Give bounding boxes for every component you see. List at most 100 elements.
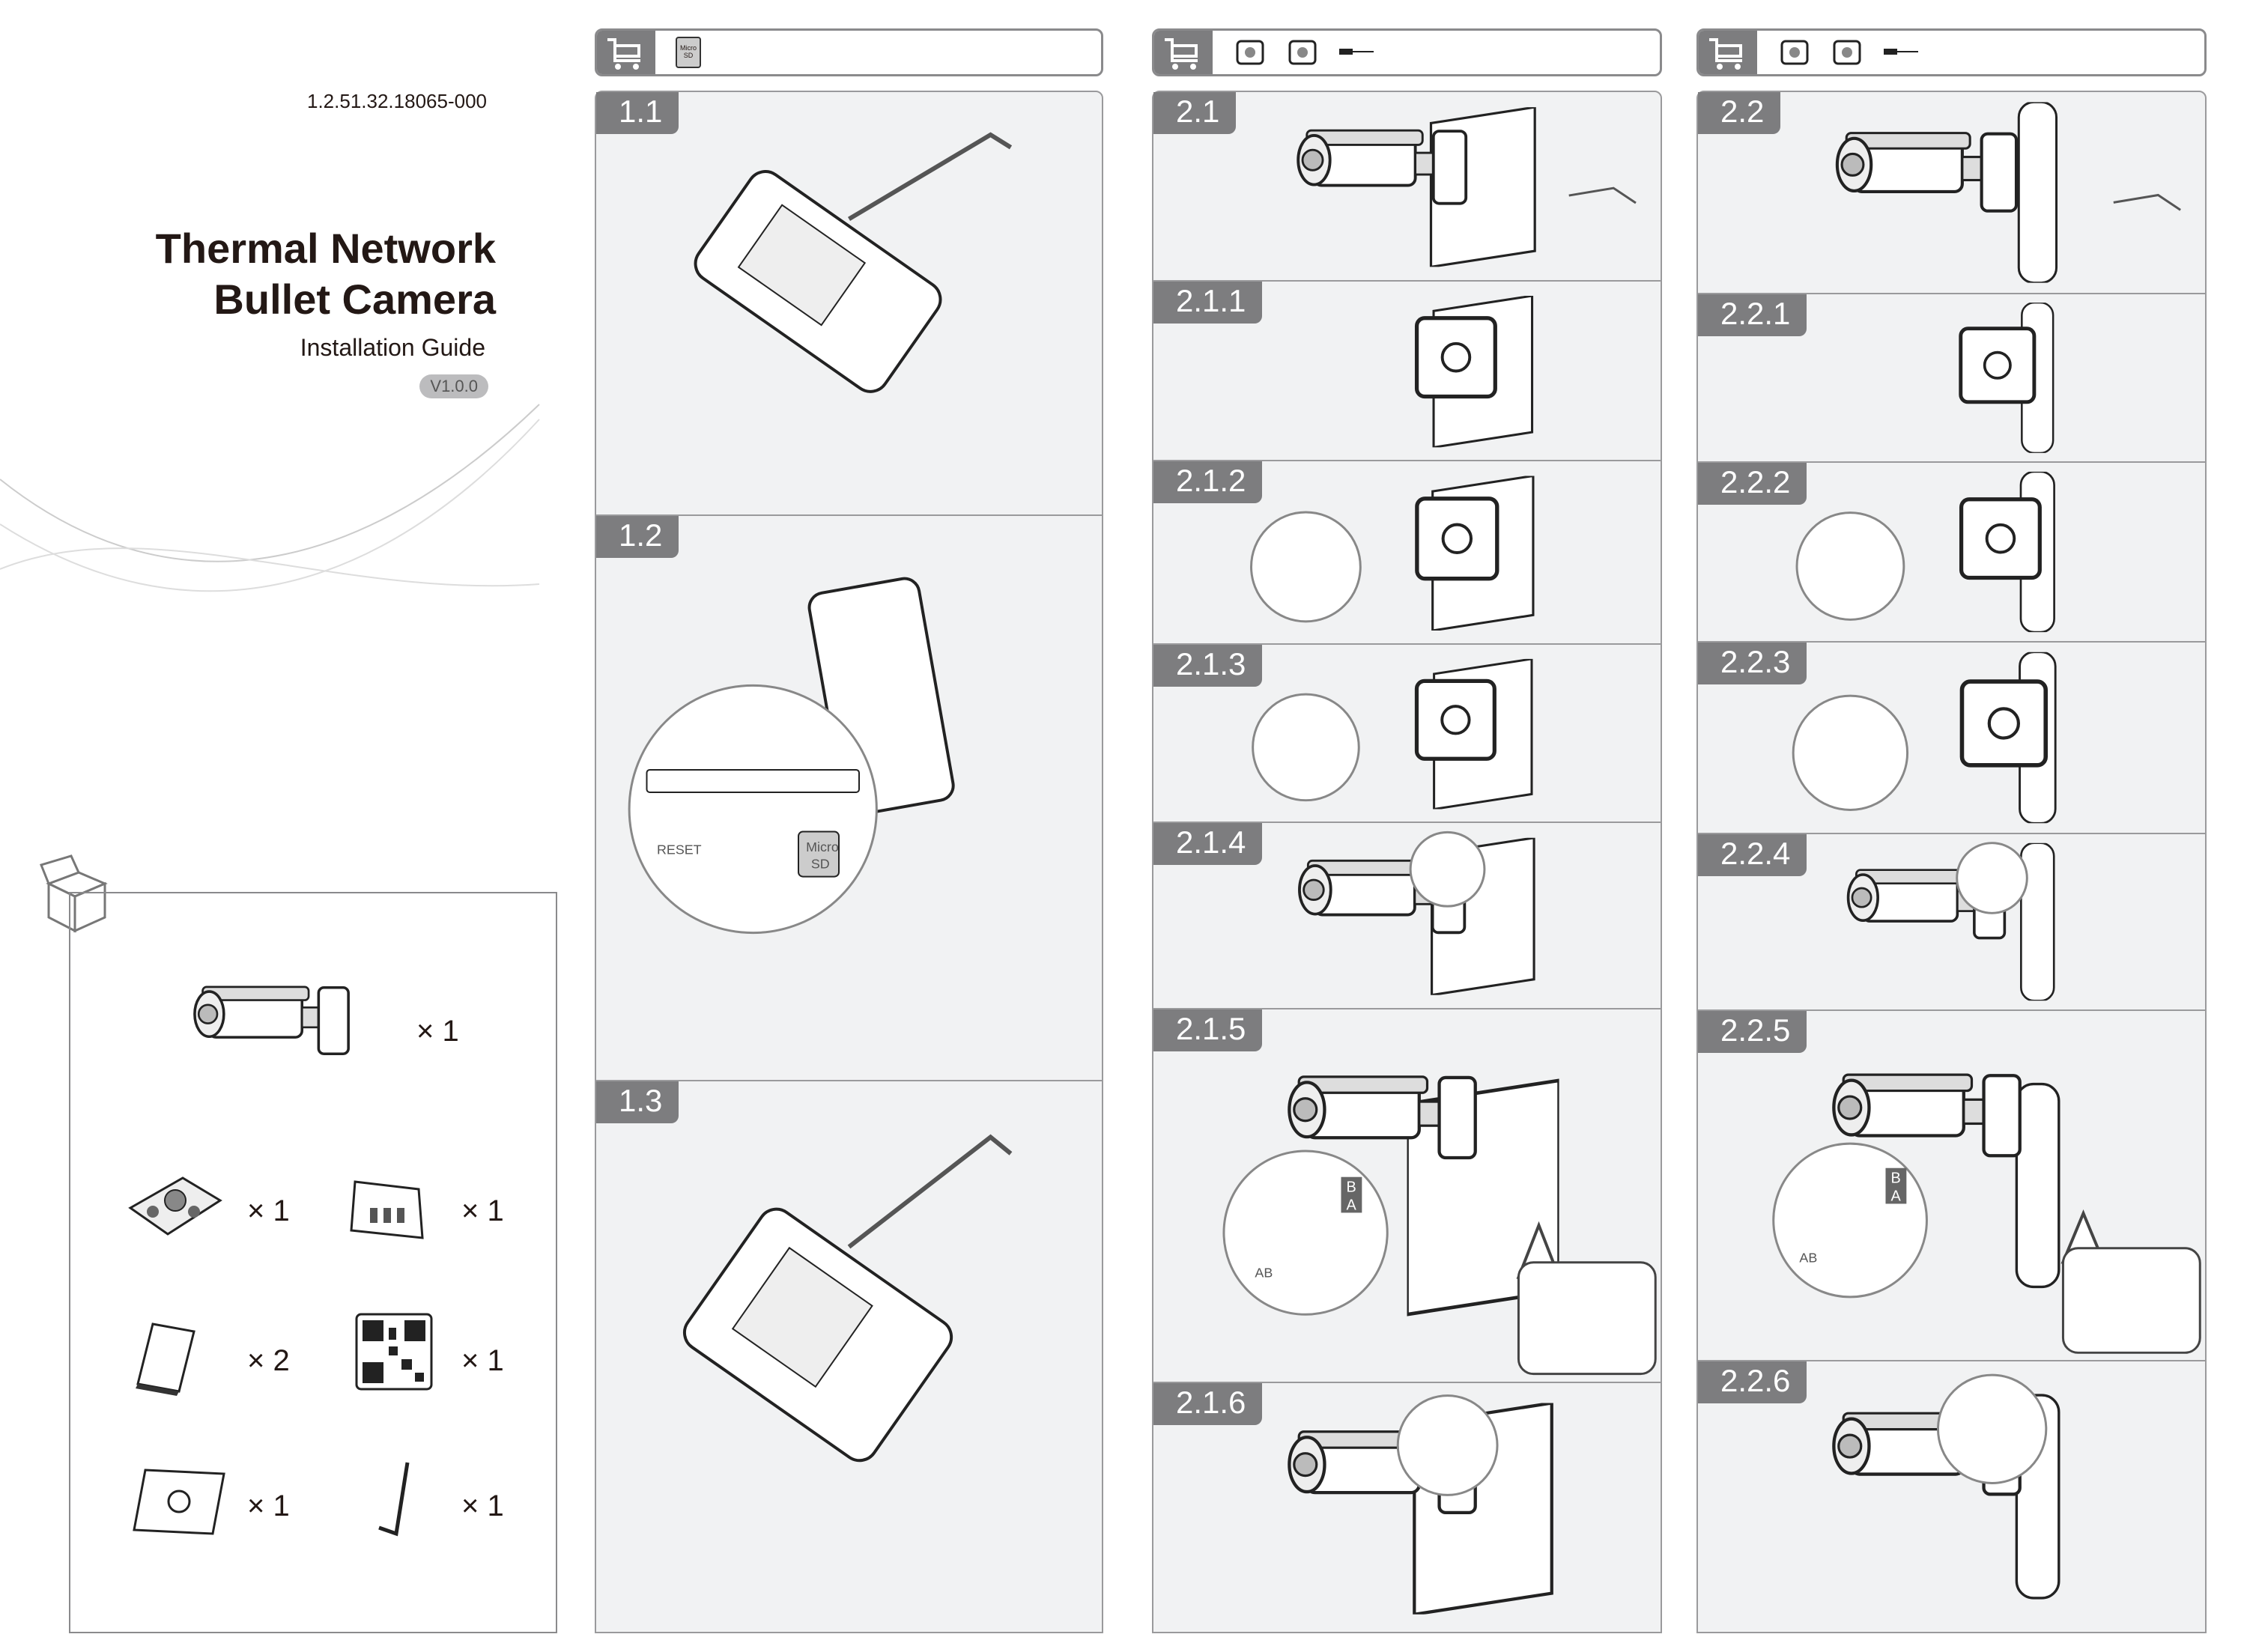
hex-key-illustration — [847, 1134, 1013, 1249]
reset-label: RESET — [657, 842, 702, 857]
package-contents-box: × 1 × 1 × 1 × 2 × 1 × 1 × 1 — [69, 892, 557, 1633]
step-illustration — [1698, 1373, 2205, 1632]
book-label: AB — [1799, 1250, 1817, 1265]
step-panel-1-1: 1.1 — [595, 91, 1103, 516]
step-number: 2.2.4 — [1698, 834, 1807, 876]
zoom-callout — [1795, 511, 1905, 621]
version-badge: V1.0.0 — [419, 374, 488, 398]
step-number: 2.1 — [1153, 92, 1237, 134]
step-panel-2-1: 2.1 — [1152, 91, 1662, 282]
cable-label-b: B — [1890, 1170, 1900, 1187]
step-illustration: BA AB — [1772, 1011, 2201, 1354]
document-number: 1.2.51.32.18065-000 — [307, 90, 487, 112]
step-panel-2-2-1: 2.2.1 — [1696, 293, 2207, 463]
step-illustration: BA AB — [1222, 1009, 1657, 1376]
qty-hex-key: × 1 — [461, 1489, 504, 1522]
step-number: 2.2 — [1698, 92, 1781, 134]
zoom-callout — [1936, 1373, 2048, 1484]
wiring-callout — [1222, 1150, 1389, 1316]
step-number: 2.1.2 — [1153, 461, 1263, 503]
screw-bag-icon — [350, 1180, 424, 1239]
qty-drill-template: × 1 — [247, 1489, 290, 1522]
product-title: Thermal Network Bullet Camera — [156, 223, 496, 325]
hex-key-icon — [378, 1462, 410, 1537]
camera-illustration — [1298, 130, 1466, 204]
step-panel-2-2-4: 2.2.4 — [1696, 833, 2207, 1011]
microsd-label-2: SD — [811, 856, 830, 871]
pointing-hand-icon — [1568, 186, 1637, 204]
document-icon — [136, 1322, 195, 1396]
zoom-callout — [1396, 1394, 1499, 1496]
materials-header-2 — [1152, 28, 1662, 76]
open-box-icon — [39, 854, 108, 933]
step-illustration — [1252, 645, 1661, 822]
step-number: 2.1.5 — [1153, 1009, 1263, 1051]
qty-junction-box: × 1 — [247, 1194, 290, 1227]
step-illustration — [1153, 830, 1661, 1008]
junction-box-illustration — [1417, 499, 1497, 579]
junction-box-illustration — [1417, 318, 1496, 397]
pointing-hand-icon — [2113, 193, 2181, 211]
book-label: AB — [1255, 1266, 1273, 1281]
step-panel-2-1-1: 2.1.1 — [1152, 280, 1662, 461]
step-illustration — [1250, 461, 1661, 643]
junction-box-illustration — [1962, 499, 2040, 578]
cart-icon — [1154, 31, 1213, 74]
decorative-swoosh — [0, 404, 540, 592]
step-number: 2.2.3 — [1698, 643, 1807, 684]
materials-header-1: Micro SD — [595, 28, 1103, 76]
junction-box-illustration — [1416, 681, 1494, 759]
qty-qr-card: × 1 — [461, 1344, 504, 1377]
zoom-callout — [1792, 694, 1909, 812]
microsd-header-text: Micro SD — [680, 44, 697, 59]
junction-box-icon — [1833, 40, 1861, 65]
step-illustration — [1153, 1394, 1661, 1632]
screwdriver-icon — [1339, 49, 1374, 55]
cable-callout — [1517, 1261, 1657, 1376]
step-panel-2-1-6: 2.1.6 — [1152, 1382, 1662, 1633]
cart-icon — [597, 31, 655, 74]
title-line-2: Bullet Camera — [213, 276, 496, 323]
step-number: 2.1.6 — [1153, 1383, 1263, 1425]
step-illustration — [1795, 471, 2056, 633]
pole-clamp-icon — [1780, 40, 1809, 65]
zoom-callout — [628, 684, 878, 935]
title-line-1: Thermal Network — [155, 225, 496, 272]
step-illustration — [1698, 102, 2181, 283]
step-illustration — [1698, 842, 2055, 1001]
camera-illustration — [1289, 1077, 1475, 1158]
step-number: 2.1.1 — [1153, 282, 1263, 324]
cable-label-b: B — [1346, 1179, 1356, 1196]
step-panel-2-1-3: 2.1.3 — [1152, 643, 1662, 823]
zoom-callout — [1409, 830, 1486, 908]
materials-header-3 — [1696, 28, 2207, 76]
cable-label-a: A — [1346, 1197, 1356, 1213]
camera-illustration — [682, 1207, 953, 1463]
cable-label-a: A — [1890, 1188, 1901, 1204]
step-number: 1.3 — [596, 1081, 679, 1123]
wiring-callout — [1772, 1142, 1928, 1299]
qty-documents: × 2 — [247, 1344, 290, 1377]
step-number: 2.2.6 — [1698, 1361, 1807, 1403]
step-panel-2-1-4: 2.1.4 — [1152, 822, 1662, 1009]
step-number: 1.1 — [596, 92, 679, 134]
step-panel-2-2-3: 2.2.3 — [1696, 641, 2207, 834]
camera-illustration — [1837, 133, 2016, 211]
step-number: 2.1.3 — [1153, 645, 1263, 687]
circuit-board — [646, 768, 860, 793]
junction-box-icon — [128, 1176, 222, 1236]
microsd-card-icon: Micro SD — [676, 37, 701, 68]
junction-box-illustration — [1962, 681, 2046, 765]
camera-illustration — [694, 170, 942, 393]
qty-screw-bag: × 1 — [461, 1194, 504, 1227]
cart-icon — [1699, 31, 1757, 74]
zoom-callout — [1250, 511, 1362, 623]
microsd-card-icon — [798, 830, 840, 878]
pole-illustration — [2016, 1084, 2058, 1287]
step-panel-2-2-6: 2.2.6 — [1696, 1360, 2207, 1633]
qty-camera: × 1 — [416, 1015, 459, 1048]
